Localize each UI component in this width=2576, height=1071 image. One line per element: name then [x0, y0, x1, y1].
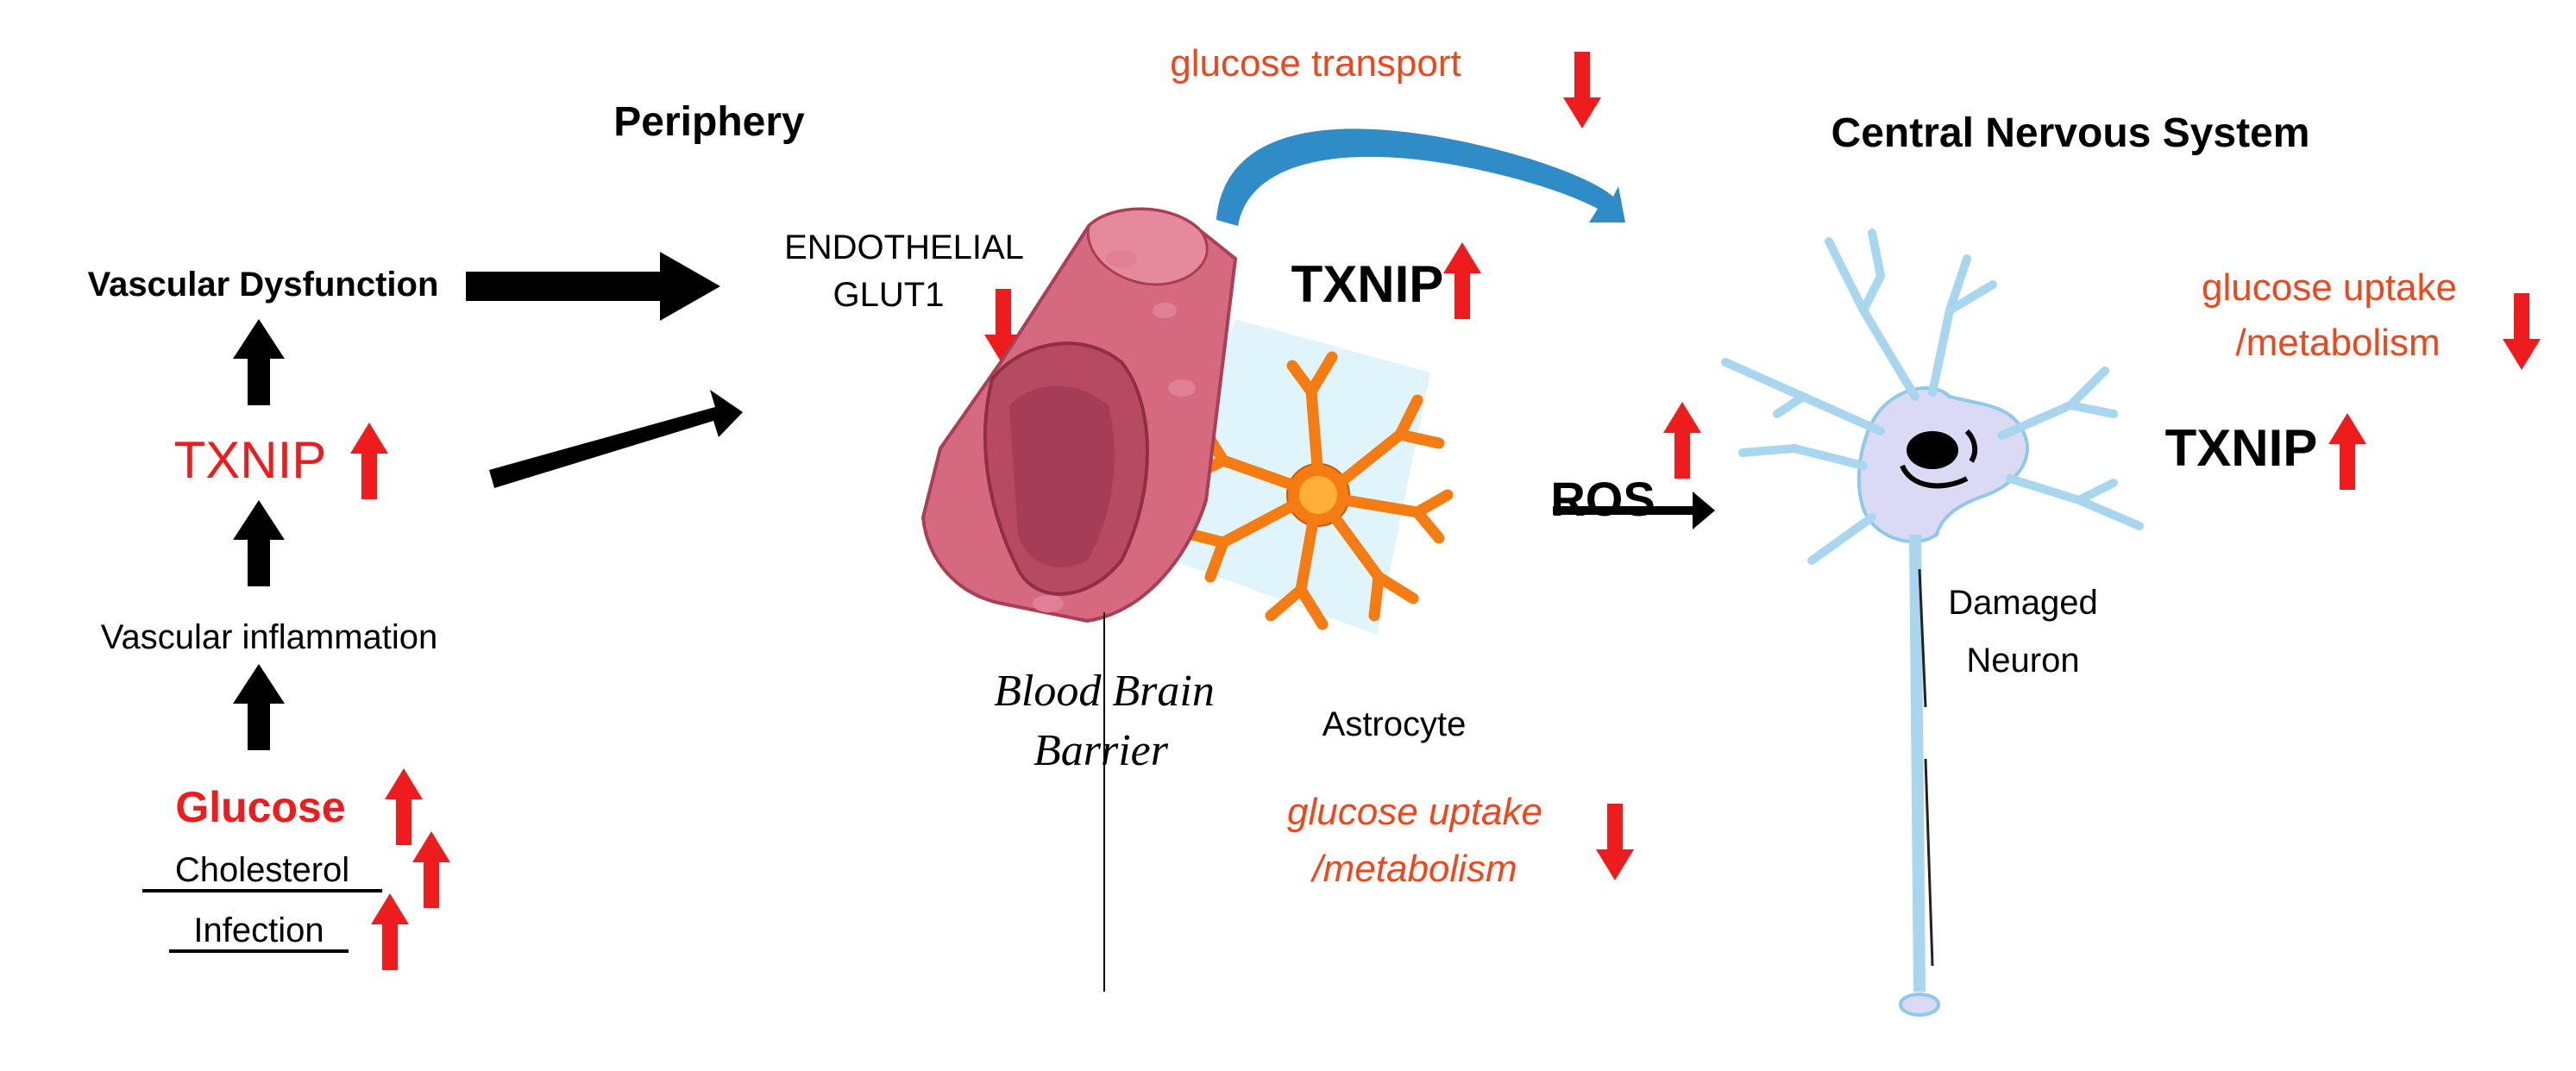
bbb-label-line2: Barrier [1034, 726, 1169, 775]
neuron-illustration [1721, 229, 2144, 1017]
vascular-inflammation-label: Vascular inflammation [101, 618, 438, 656]
up-arrow-icon [350, 423, 388, 499]
neuron-label-line2: Neuron [1966, 642, 2079, 680]
up-arrow-icon [412, 831, 450, 908]
up-arrow-icon [233, 664, 285, 750]
right-arrow-icon [1553, 492, 1715, 529]
infection-label: Infection [193, 911, 324, 949]
up-arrow-icon [1663, 402, 1701, 479]
ros-label: ROS [1550, 472, 1655, 526]
cns-uptake-line1: glucose uptake [2202, 266, 2457, 309]
astrocyte-label: Astrocyte [1323, 705, 1467, 743]
vascular-dysfunction-label: Vascular Dysfunction [88, 266, 439, 304]
up-arrow-icon [385, 768, 423, 845]
down-arrow-icon [1596, 804, 1634, 880]
astrocyte-uptake-line2: /metabolism [1310, 848, 1517, 890]
neuron-nucleus-arc [1900, 464, 1969, 489]
endothelial-label: ENDOTHELIAL [784, 229, 1024, 266]
cholesterol-underline [142, 889, 382, 892]
glut1-label: GLUT1 [833, 276, 945, 314]
neuron-label-line1: Damaged [1948, 584, 2097, 622]
blood-vessel-illustration [920, 207, 1238, 623]
curved-arrow-icon [1216, 128, 1625, 226]
glucose-label: Glucose [175, 783, 345, 831]
astrocyte-uptake-line1: glucose uptake [1287, 791, 1542, 833]
neuron-nucleus [1907, 431, 1958, 469]
right-arrow-icon [466, 252, 720, 321]
cholesterol-label: Cholesterol [175, 851, 349, 889]
cns-title: Central Nervous System [1831, 110, 2310, 156]
bbb-txnip-label: TXNIP [1291, 255, 1444, 313]
cns-uptake-line2: /metabolism [2235, 322, 2440, 364]
glucose-transport-label: glucose transport [1170, 42, 1461, 85]
infection-underline [169, 949, 349, 953]
down-arrow-icon [1563, 52, 1601, 128]
up-arrow-icon [2328, 413, 2366, 490]
bbb-label-line1: Blood Brain [994, 667, 1215, 716]
neuron-nucleus-arc [1964, 429, 1978, 463]
diagonal-arrow-icon [489, 390, 743, 488]
up-arrow-icon [233, 319, 285, 405]
down-arrow-icon [2503, 293, 2541, 370]
up-arrow-icon [233, 500, 285, 586]
up-arrow-icon [1443, 242, 1481, 319]
periphery-txnip-label: TXNIP [174, 431, 327, 489]
cns-txnip-label: TXNIP [2165, 419, 2318, 477]
periphery-title: Periphery [613, 99, 805, 145]
up-arrow-icon [371, 893, 409, 970]
